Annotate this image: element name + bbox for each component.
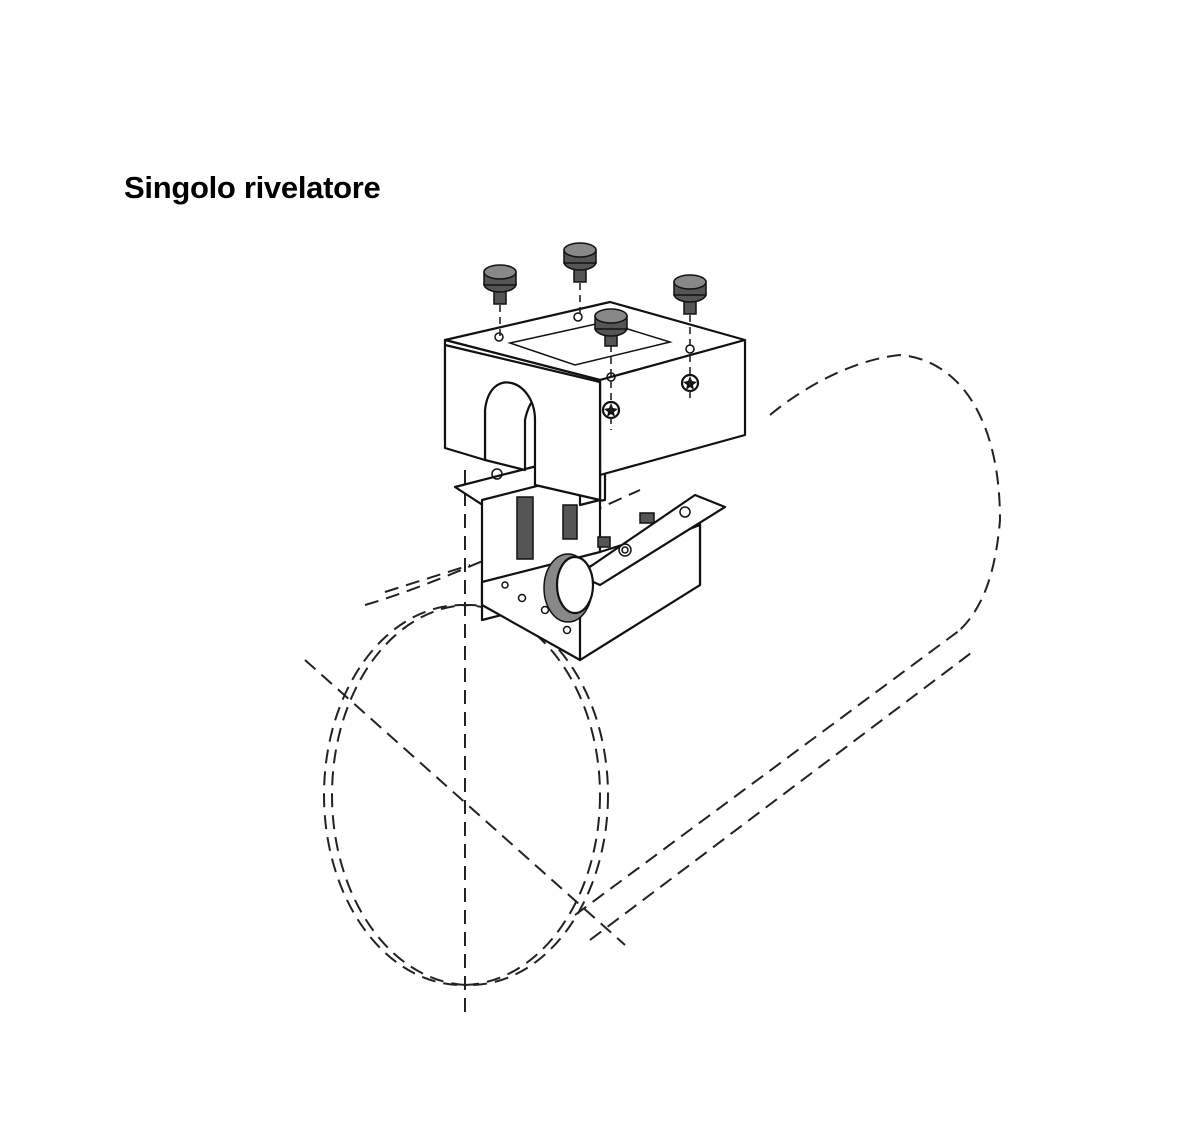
thumb-screw-1: [483, 264, 517, 305]
screw-leaders: [499, 283, 691, 430]
diagram-title: Singolo rivelatore: [124, 170, 381, 205]
pipe-centerlines: [304, 470, 626, 1015]
thumb-screw-3: [673, 274, 707, 315]
thumb-screw-4: [594, 308, 628, 347]
upper-cover-bracket: [443, 300, 747, 507]
thumb-screw-2: [563, 242, 597, 283]
